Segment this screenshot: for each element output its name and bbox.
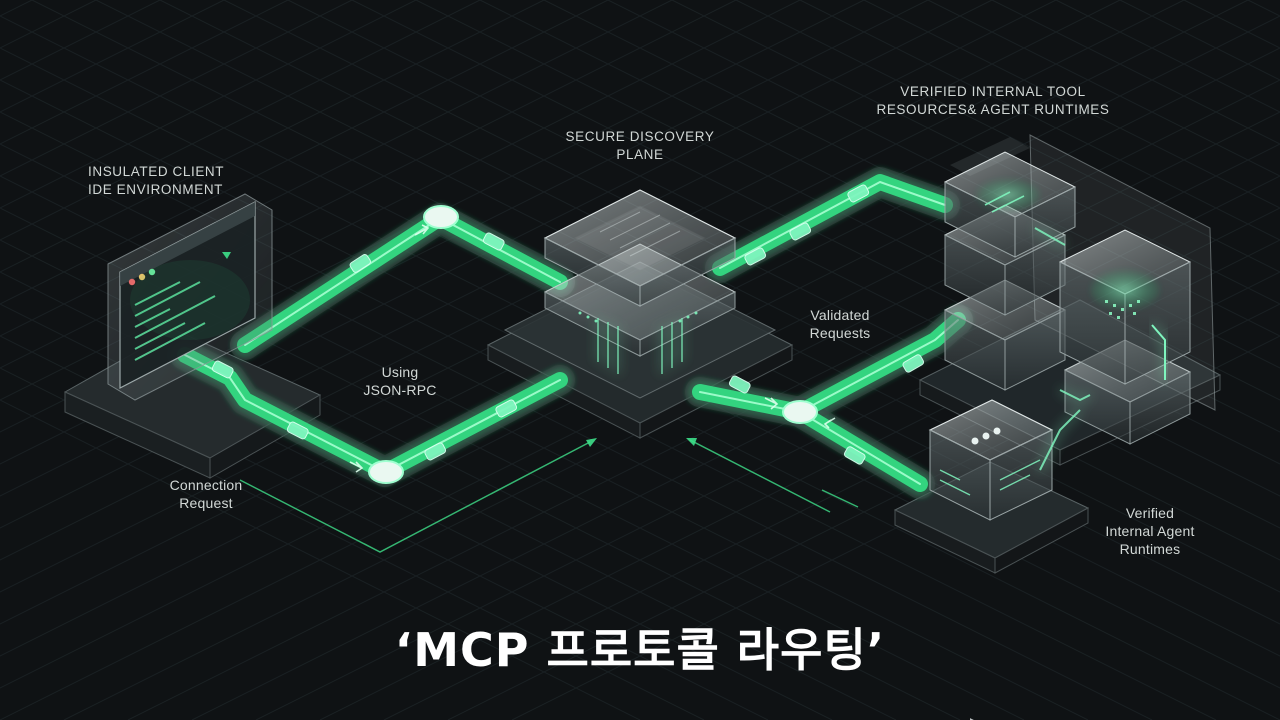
- discovery-plane-stack: [543, 189, 737, 374]
- connection-request-label: Connection Request: [169, 477, 243, 511]
- client-environment-label: INSULATED CLIENT IDE ENVIRONMENT: [88, 164, 225, 197]
- discovery-plane-label: SECURE DISCOVERY PLANE: [565, 129, 715, 162]
- tools-runtimes-label: VERIFIED INTERNAL TOOL RESOURCES& AGENT …: [876, 84, 1110, 117]
- agent-runtimes-label: Verified Internal Agent Runtimes: [1105, 505, 1195, 557]
- arrow-heads: [222, 252, 697, 447]
- validated-requests-label: Validated Requests: [809, 307, 871, 341]
- json-rpc-label: Using JSON-RPC: [363, 364, 437, 398]
- track-arrows: [349, 224, 836, 473]
- agent-runtime-box: [928, 399, 1054, 521]
- tower-connectors: [1034, 227, 1091, 471]
- page-title: ‘MCP 프로토콜 라우팅’: [394, 623, 886, 677]
- tool-server-tower-1: [943, 151, 1077, 720]
- tool-server-tower-2: [1058, 229, 1192, 445]
- junction-nodes: [368, 205, 818, 484]
- client-ide-window: [107, 193, 273, 401]
- data-packets: [211, 184, 925, 465]
- guide-arrows: [239, 439, 859, 553]
